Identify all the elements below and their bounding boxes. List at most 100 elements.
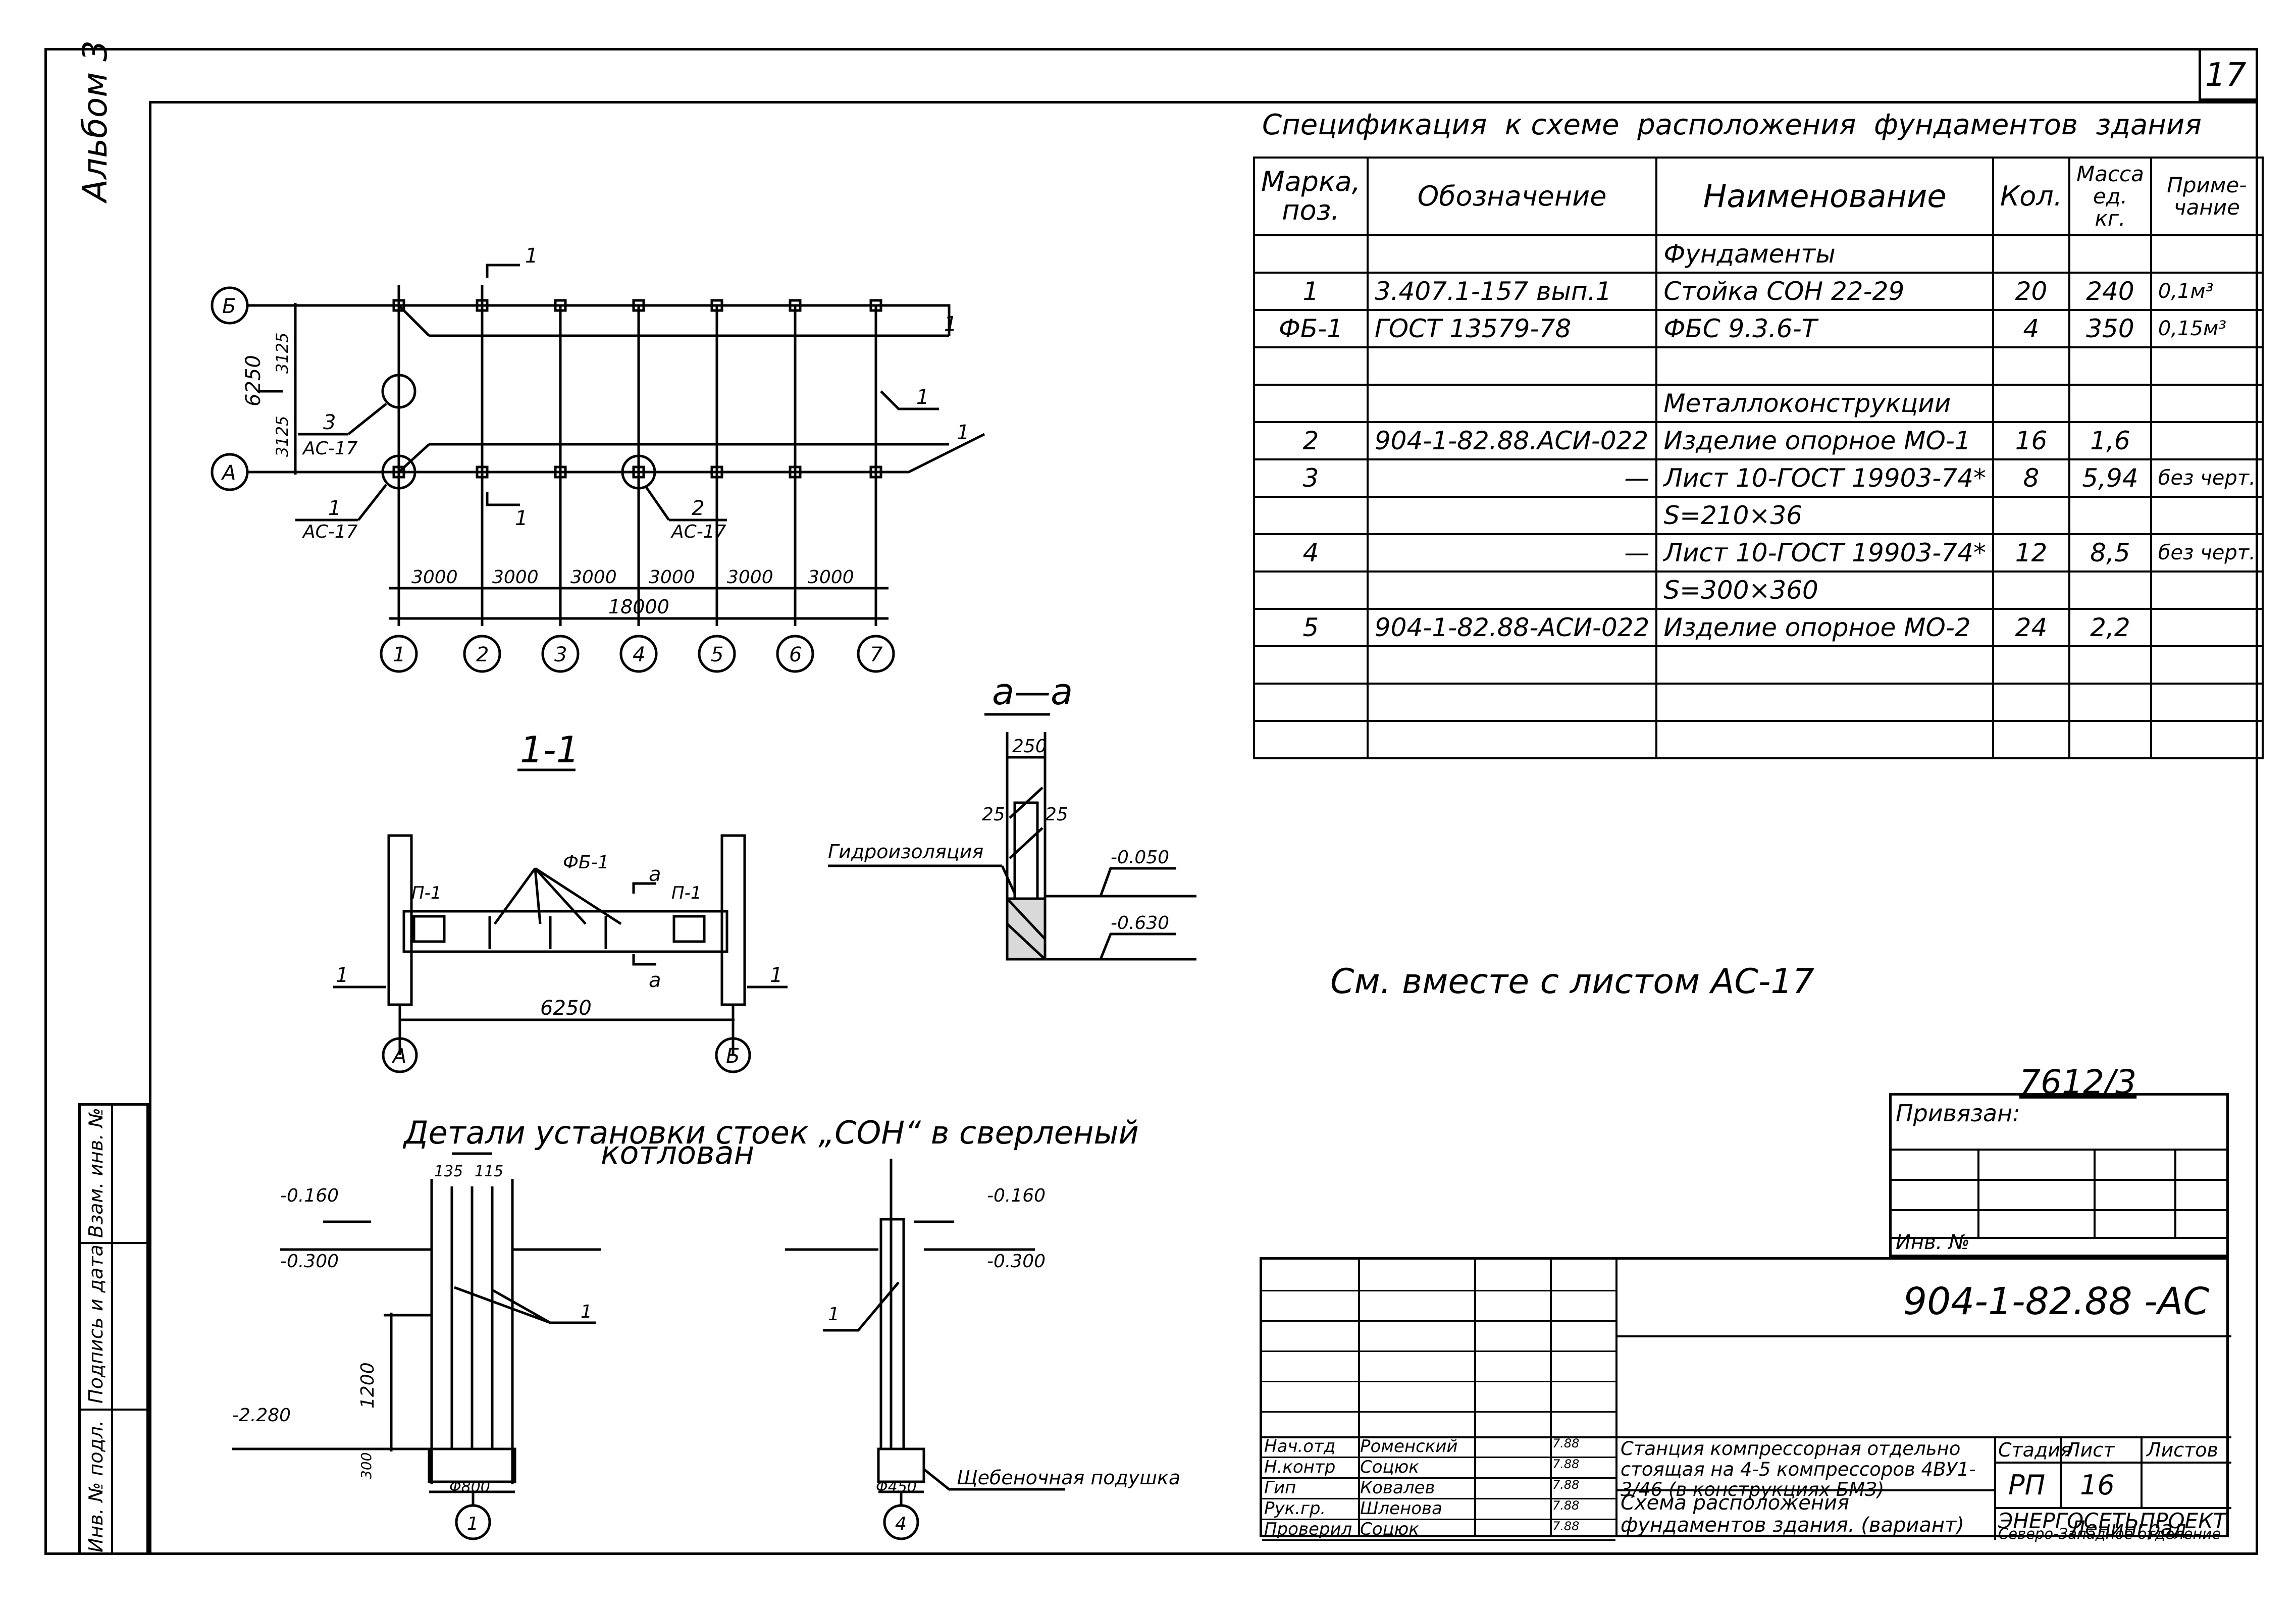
spec-cell-qty: [1992, 570, 2070, 610]
sheets-header: Листов: [2147, 1439, 2218, 1461]
spec-cell-mark: 2: [1253, 421, 1369, 460]
spec-cell-mass: [2068, 496, 2152, 535]
spec-cell-mark: 5: [1253, 608, 1369, 647]
section-a-a-labels: а—а 250 25 25 Гидроизоляция -0.050 -0.63…: [828, 670, 1169, 933]
spec-cell-mark: [1253, 346, 1369, 386]
axis-7: 7: [870, 643, 883, 666]
spec-cell-note: [2150, 234, 2264, 274]
spec-cell-qty: [1992, 234, 2070, 274]
spec-cell-name: Изделие опорное МО-2: [1655, 608, 1994, 647]
spec-cell-designation: 904-1-82.88.АСИ-022: [1366, 421, 1658, 460]
axis-3: 3: [554, 643, 567, 666]
d4-leader: 1: [828, 1304, 840, 1325]
spec-cell-qty: 20: [1992, 272, 2070, 311]
axis-5: 5: [711, 643, 723, 666]
spec-row: S=300×360: [1253, 570, 2264, 610]
p1-left: П-1: [411, 883, 441, 903]
spec-row: Металлоконструкции: [1253, 384, 2264, 423]
spec-cell-designation: —: [1366, 458, 1658, 498]
a-mark-top: а: [649, 863, 661, 886]
detail-4: [785, 1159, 1065, 1540]
spec-cell-note: [2150, 608, 2264, 647]
spec-cell-name: Лист 10-ГОСТ 19903-74*: [1655, 458, 1994, 498]
spec-cell-designation: [1366, 496, 1658, 535]
d4-dia: Φ450: [876, 1478, 917, 1496]
spec-cell-mark: [1253, 234, 1369, 274]
spec-row: [1253, 346, 2264, 386]
spec-title: Спецификация к схеме расположения фундам…: [1262, 109, 2202, 141]
spec-cell-mark: [1253, 570, 1369, 610]
height-part-2: 3125: [273, 416, 292, 457]
spec-cell-name: ФБС 9.3.6-Т: [1655, 309, 1994, 348]
axis-6: 6: [789, 643, 802, 666]
spec-cell-designation: [1366, 720, 1658, 759]
detail-1-labels: -0.160 -0.300 -2.280 135 115 1200 300 Φ8…: [232, 1163, 592, 1534]
spec-cell-designation: [1366, 683, 1658, 722]
spec-head-mass: Масса ед. кг.: [2068, 157, 2152, 236]
drawing-name: Схема расположения фундаментов здания. (…: [1621, 1491, 1964, 1537]
axis-2: 2: [476, 643, 489, 666]
spec-cell-qty: 8: [1992, 458, 2070, 498]
signature-role: Гип: [1264, 1478, 1296, 1498]
signature-date: 7.88: [1552, 1519, 1580, 1533]
section-1-1: [333, 768, 788, 1073]
bound-label: Привязан:: [1896, 1100, 2020, 1127]
spec-table: Марка, поз. Обозначение Наименование Кол…: [1253, 157, 2264, 759]
spec-cell-qty: [1992, 384, 2070, 423]
spec-cell-name: [1655, 720, 1994, 759]
spec-cell-mass: 1,6: [2068, 421, 2152, 460]
signature-role: Н.контр: [1264, 1457, 1336, 1477]
spec-cell-qty: [1992, 645, 2070, 685]
span-4: 3000: [649, 567, 695, 588]
span-1: 3000: [411, 567, 458, 588]
d4-num: 4: [895, 1514, 907, 1534]
signature-divider: [1262, 1519, 1615, 1520]
spec-cell-designation: ГОСТ 13579-78: [1366, 309, 1658, 348]
aa-width: 250: [1012, 736, 1047, 757]
spec-cell-name: S=300×360: [1655, 570, 1994, 610]
level-0630: -0.630: [1111, 913, 1169, 933]
spec-cell-qty: 16: [1992, 421, 2070, 460]
signature-role: Нач.отд: [1264, 1436, 1336, 1457]
aa-w2: 25: [1045, 804, 1068, 825]
spec-cell-designation: [1366, 234, 1658, 274]
section-1-1-labels: 1-1 ФБ-1 П-1 П-1 а а 1 1 6250 А Б: [336, 729, 782, 1068]
bound-block: Привязан: Инв. №: [1889, 1093, 2229, 1257]
spec-cell-mass: 2,2: [2068, 608, 2152, 647]
spec-cell-note: [2150, 645, 2264, 685]
leader-label-2: 1: [916, 386, 929, 409]
spec-head-mark: Марка, поз.: [1253, 157, 1369, 236]
leader-label-1: 1: [944, 313, 957, 336]
spec-cell-mark: ФБ-1: [1253, 309, 1369, 348]
signature-name: Соцюк: [1360, 1519, 1419, 1539]
spec-cell-designation: [1366, 384, 1658, 423]
d1-leader: 1: [581, 1302, 592, 1322]
d1-num: 1: [467, 1514, 479, 1534]
d1-d2: 115: [475, 1163, 503, 1180]
spec-cell-mass: [2068, 570, 2152, 610]
spec-cell-name: S=210×36: [1655, 496, 1994, 535]
project-name: Станция компрессорная отдельно стоящая н…: [1621, 1438, 1976, 1501]
spec-cell-mass: [2068, 346, 2152, 386]
signature-role: Проверил: [1264, 1519, 1352, 1539]
axis-b-bottom: Б: [726, 1045, 740, 1068]
details-title: Детали установки стоек „СОН“ в сверленый…: [402, 1114, 1139, 1171]
spec-cell-mass: 8,5: [2068, 533, 2152, 573]
signature-date: 7.88: [1552, 1498, 1580, 1513]
d4-top: -0.160: [987, 1185, 1046, 1206]
section-mark-top: 1: [525, 244, 538, 268]
spec-cell-note: 0,1м³: [2150, 272, 2264, 311]
level-0050: -0.050: [1111, 847, 1169, 868]
aa-w1: 25: [982, 804, 1005, 825]
org-city: Ленинград: [2070, 1517, 2187, 1540]
signature-date: 7.88: [1552, 1457, 1580, 1471]
d1-pad: 300: [358, 1452, 375, 1479]
signature-divider: [1262, 1457, 1615, 1458]
leader-label-3: 1: [957, 421, 969, 444]
spec-cell-qty: 24: [1992, 608, 2070, 647]
